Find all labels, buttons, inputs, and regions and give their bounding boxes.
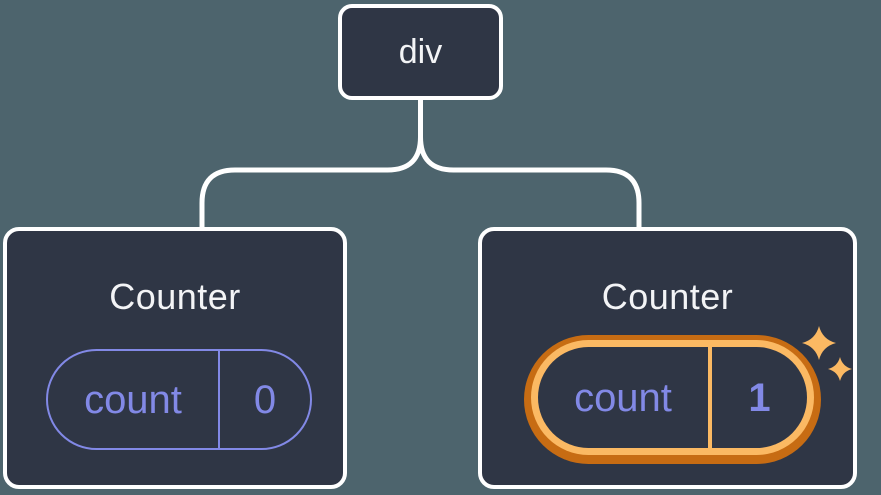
state-update-highlight-ring: count 1 — [524, 335, 821, 464]
sparkle-large-icon — [802, 326, 836, 360]
sparkle-icon — [802, 326, 852, 381]
state-name-cell: count — [538, 347, 712, 448]
state-name-label: count — [574, 375, 672, 420]
state-pill-highlighted: count 1 — [538, 347, 807, 448]
state-value-cell: 1 — [712, 347, 807, 448]
state-name-cell: count — [48, 351, 220, 448]
counter-card-right: Counter count 1 — [478, 227, 857, 489]
counter-card-title: Counter — [109, 276, 241, 317]
counter-card-title: Counter — [601, 276, 734, 317]
connector-right-branch — [418, 96, 642, 233]
counter-card-left: Counter count 0 — [3, 227, 347, 489]
state-name-label: count — [84, 377, 182, 422]
connector-left-branch — [199, 96, 423, 233]
root-node-div: div — [338, 4, 503, 100]
state-value-cell: 0 — [220, 351, 310, 448]
sparkle-small-icon — [828, 357, 852, 381]
state-pill: count 0 — [46, 349, 312, 450]
highlight-ring-inner: count 1 — [531, 340, 814, 455]
state-value-label: 1 — [748, 375, 771, 420]
root-node-label: div — [398, 33, 443, 71]
state-value-label: 0 — [253, 377, 277, 422]
